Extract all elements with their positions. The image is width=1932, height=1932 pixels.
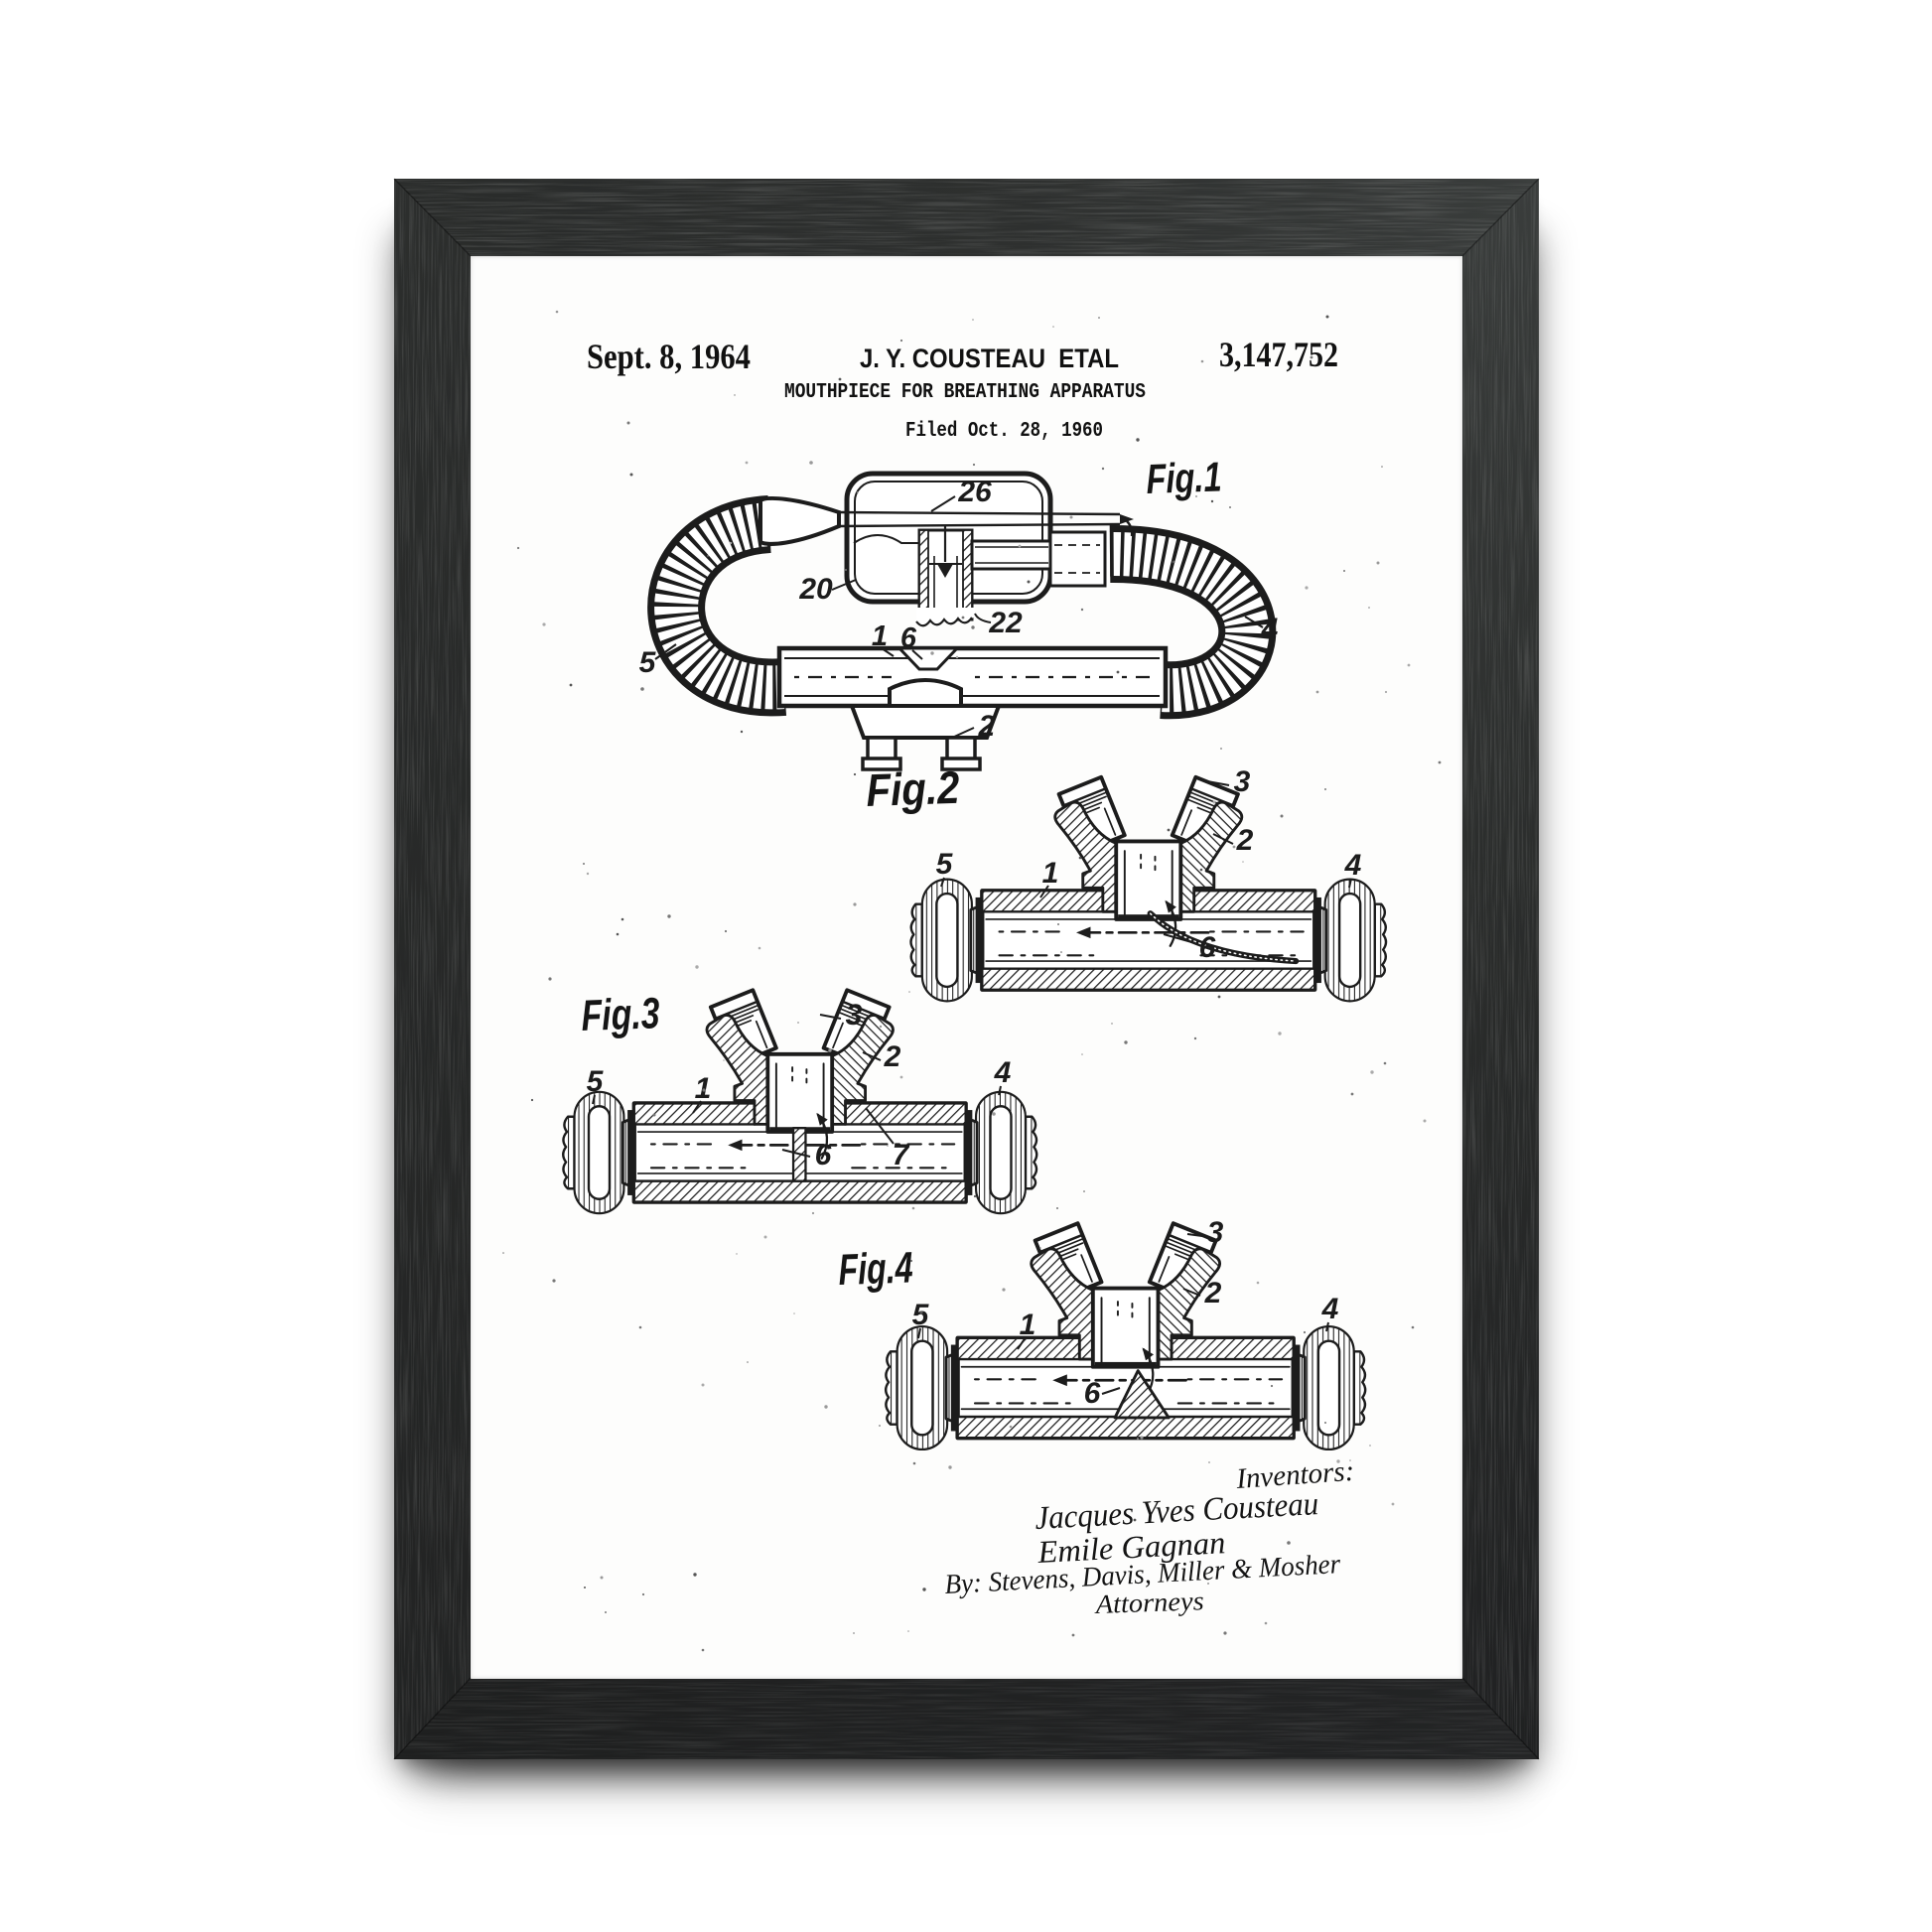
svg-text:20: 20 (798, 573, 833, 606)
svg-text:1: 1 (695, 1072, 712, 1105)
svg-text:3: 3 (1207, 1216, 1224, 1249)
svg-text:7: 7 (893, 1139, 910, 1172)
svg-text:2: 2 (1204, 1277, 1222, 1310)
svg-text:Sept. 8, 1964: Sept. 8, 1964 (587, 337, 751, 376)
svg-text:2: 2 (884, 1040, 901, 1073)
svg-text:3: 3 (1234, 765, 1251, 798)
svg-text:4: 4 (1344, 849, 1362, 882)
svg-text:Fig.1: Fig.1 (1146, 453, 1223, 502)
svg-text:1: 1 (1020, 1309, 1036, 1341)
svg-text:4: 4 (1321, 1293, 1339, 1325)
svg-text:6: 6 (1084, 1377, 1101, 1410)
svg-text:1: 1 (872, 621, 888, 652)
svg-text:MOUTHPIECE FOR BREATHING APPAR: MOUTHPIECE FOR BREATHING APPARATUS (784, 381, 1146, 404)
svg-text:Attorneys: Attorneys (1093, 1586, 1204, 1619)
svg-text:Fig.2: Fig.2 (866, 761, 961, 816)
svg-text:Filed Oct. 28, 1960: Filed Oct. 28, 1960 (905, 420, 1103, 443)
svg-text:J. Y. COUSTEAU ETAL: J. Y. COUSTEAU ETAL (860, 344, 1119, 373)
svg-text:3: 3 (846, 999, 863, 1032)
svg-text:6: 6 (1199, 931, 1216, 964)
svg-text:1: 1 (1042, 857, 1059, 890)
svg-text:4: 4 (1261, 613, 1279, 645)
svg-text:Fig.3: Fig.3 (581, 989, 661, 1040)
svg-text:5: 5 (587, 1065, 605, 1098)
svg-text:2: 2 (978, 710, 996, 743)
svg-text:3,147,752: 3,147,752 (1219, 335, 1338, 374)
svg-text:6: 6 (900, 622, 917, 654)
svg-text:5: 5 (639, 646, 657, 679)
svg-text:6: 6 (815, 1139, 832, 1172)
svg-text:22: 22 (988, 607, 1023, 639)
svg-text:5: 5 (912, 1299, 930, 1331)
svg-text:Fig.4: Fig.4 (838, 1243, 914, 1295)
svg-text:4: 4 (994, 1056, 1012, 1089)
svg-text:5: 5 (936, 848, 954, 881)
svg-text:2: 2 (1236, 824, 1254, 857)
svg-text:26: 26 (957, 476, 992, 508)
